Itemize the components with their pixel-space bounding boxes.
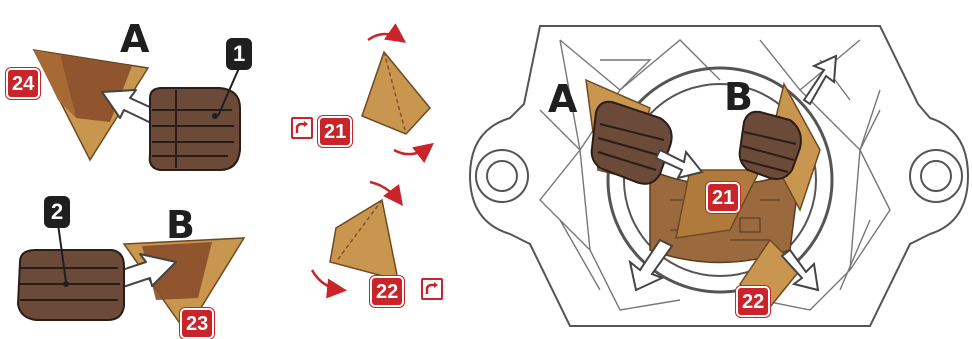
hand-icon bbox=[18, 250, 124, 320]
piece-22-shape bbox=[330, 200, 398, 280]
hand-icon bbox=[740, 112, 801, 179]
rotate-icon bbox=[291, 117, 313, 139]
assembly-panel bbox=[470, 26, 968, 326]
rotate-arrow-bottom bbox=[312, 270, 342, 290]
step-b-letter: B bbox=[166, 206, 194, 244]
rotate-22-panel bbox=[312, 182, 400, 290]
hand-2-badge: 2 bbox=[44, 196, 70, 228]
piece-21-badge: 21 bbox=[318, 116, 352, 147]
step-a-letter: A bbox=[120, 20, 148, 58]
assembly-letter-a: A bbox=[548, 80, 576, 118]
rotate-21-panel bbox=[362, 34, 430, 154]
piece-23-badge: 23 bbox=[180, 308, 214, 339]
assembly-piece-21-badge: 21 bbox=[706, 182, 740, 213]
rotate-icon bbox=[421, 278, 443, 300]
left-lug bbox=[476, 150, 528, 202]
assembly-piece-22-badge: 22 bbox=[736, 286, 770, 317]
hand-icon bbox=[150, 88, 240, 170]
right-lug bbox=[910, 150, 962, 202]
hand-1-badge: 1 bbox=[226, 38, 252, 70]
piece-21-shape bbox=[362, 52, 430, 134]
rotate-arrow-bottom bbox=[394, 146, 430, 154]
piece-24-badge: 24 bbox=[6, 68, 40, 99]
assembly-letter-b: B bbox=[724, 78, 752, 116]
rotate-arrow-top bbox=[370, 182, 400, 202]
rotate-arrow-top bbox=[368, 34, 402, 40]
step-a-panel bbox=[34, 50, 240, 170]
piece-22-badge: 22 bbox=[370, 276, 404, 307]
